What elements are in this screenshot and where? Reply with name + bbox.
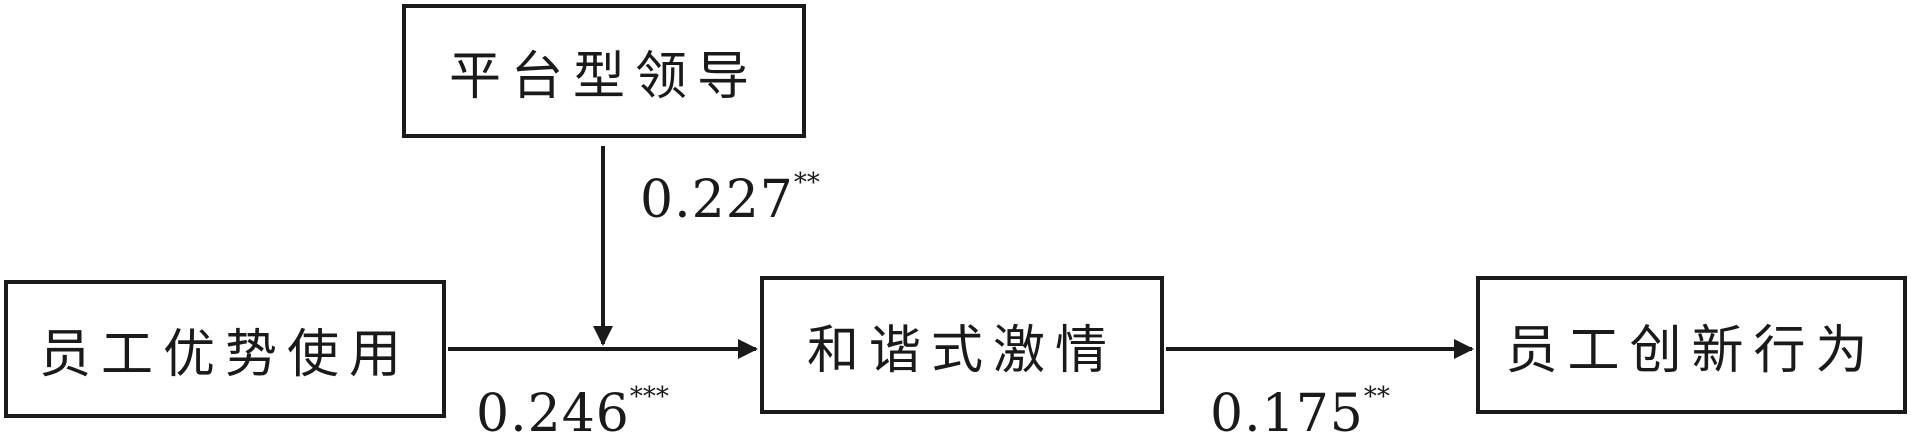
mediator-box: 和谐式激情 xyxy=(760,276,1164,414)
mediator-label: 和谐式激情 xyxy=(806,320,1117,381)
outcome-box: 员工创新行为 xyxy=(1476,276,1907,414)
moderator-box: 平台型领导 xyxy=(402,4,806,138)
predictor-label: 员工优势使用 xyxy=(38,324,411,385)
moderation-significance: ** xyxy=(793,168,820,198)
outcome-label: 员工创新行为 xyxy=(1505,320,1878,381)
moderation-coefficient-value: 0.227 xyxy=(640,170,794,230)
mediator-outcome-significance: ** xyxy=(1363,382,1390,412)
mediator-outcome-coefficient: 0.175** xyxy=(1210,384,1390,440)
predictor-box: 员工优势使用 xyxy=(4,280,446,418)
predictor-mediator-significance: *** xyxy=(629,382,669,412)
predictor-mediator-coefficient-value: 0.246 xyxy=(476,384,630,444)
predictor-mediator-coefficient: 0.246*** xyxy=(476,384,669,440)
moderation-coefficient: 0.227** xyxy=(640,170,820,226)
moderator-label: 平台型领导 xyxy=(448,46,759,107)
diagram-arrows xyxy=(448,146,1474,359)
mediator-outcome-coefficient-value: 0.175 xyxy=(1210,384,1364,444)
